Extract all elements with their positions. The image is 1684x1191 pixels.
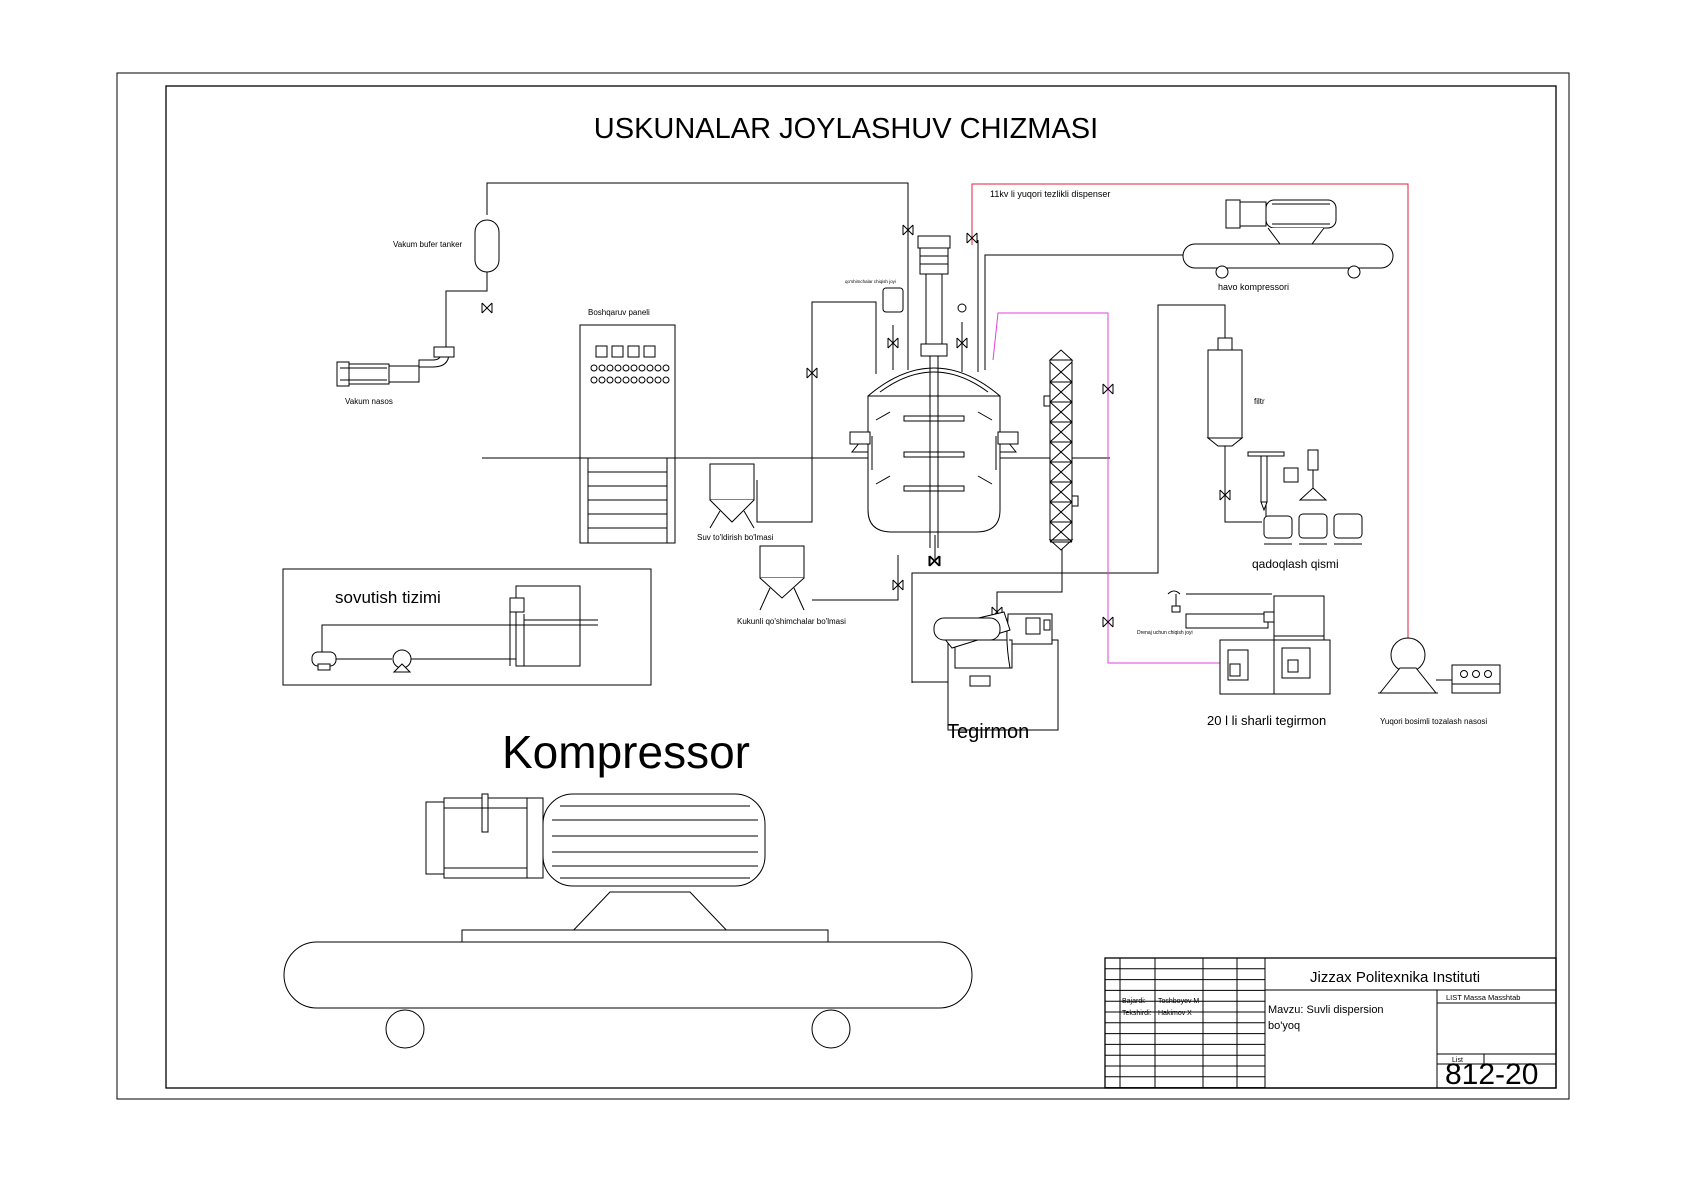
tekshirdi-name: Hakimov X (1158, 1010, 1192, 1017)
bajardi-label: Bajardi: (1122, 998, 1146, 1005)
vacuum-buffer-tank-label: Vakum bufer tanker (393, 240, 463, 249)
ball-mill-label: 20 l li sharli tegirmon (1207, 713, 1326, 728)
bajardi-name: Toshboyev M (1158, 998, 1199, 1005)
compressor-title: Kompressor (502, 726, 750, 778)
water-fill-tank: Suv to'ldirish bo'lmasi (697, 463, 774, 542)
air-compressor-label: havo kompressori (1218, 282, 1289, 292)
valves (481, 224, 1231, 628)
packaging-section: qadoqlash qismi (1247, 449, 1363, 571)
additive-outlet-label: qo'shimchalar chiqish joyi (845, 279, 896, 284)
cooling-system: sovutish tizimi (282, 568, 652, 686)
vacuum-pump-label: Vakum nasos (345, 397, 393, 406)
mill: Tegirmon (911, 611, 1059, 743)
cleaning-pump-label: Yuqori bosimli tozalash nasosi (1380, 717, 1487, 726)
vacuum-buffer-tank: Vakum bufer tanker (393, 219, 500, 273)
drawing-number: 812-20 (1445, 1058, 1538, 1091)
packaging-label: qadoqlash qismi (1252, 557, 1339, 571)
list-label: List (1452, 1057, 1463, 1064)
powder-additive-tank: Kukunli qo'shimchalar bo'lmasi (737, 545, 846, 626)
list-header: LIST Massa Masshtab (1446, 993, 1520, 1002)
control-panel-label: Boshqaruv paneli (588, 308, 650, 317)
water-fill-tank-label: Suv to'ldirish bo'lmasi (697, 533, 774, 542)
topic-line-2: bo'yoq (1268, 1020, 1300, 1032)
big-compressor: Kompressor (283, 726, 973, 1049)
tekshirdi-label: Tekshirdi: (1122, 1010, 1152, 1017)
vacuum-pump: Vakum nasos (336, 346, 455, 406)
topic-line-1: Mavzu: Suvli dispersion (1268, 1004, 1384, 1016)
filter-label: filtr (1254, 397, 1265, 406)
dispenser-label: 11kv li yuqori tezlikli dispenser (990, 189, 1110, 199)
drawing-title: USKUNALAR JOYLASHUV CHIZMASI (594, 113, 1098, 145)
filter: filtr (1206, 337, 1265, 447)
institute-name: Jizzax Politexnika Instituti (1310, 969, 1480, 986)
pipelines (445, 182, 1409, 683)
cooling-system-label: sovutish tizimi (335, 588, 441, 607)
control-panel: Boshqaruv paneli (579, 308, 676, 544)
drain-outlet-label: Drenaj uchun chiqish joyi (1137, 630, 1193, 636)
dispenser-reactor: qo'shimchalar chiqish joyi 11kv li yuqor… (845, 189, 1110, 567)
title-block: Jizzax Politexnika Instituti Bajardi: To… (1104, 957, 1557, 1091)
column-condenser (1043, 349, 1079, 551)
cleaning-pump: Yuqori bosimli tozalash nasosi (1378, 637, 1501, 726)
inner-frame (165, 85, 1557, 1089)
outer-frame (116, 72, 1570, 1100)
mill-label: Tegirmon (947, 721, 1029, 743)
ball-mill: Drenaj uchun chiqish joyi 20 l li sharli… (1137, 590, 1331, 728)
air-compressor: havo kompressori (1182, 199, 1394, 292)
powder-additive-tank-label: Kukunli qo'shimchalar bo'lmasi (737, 617, 846, 626)
